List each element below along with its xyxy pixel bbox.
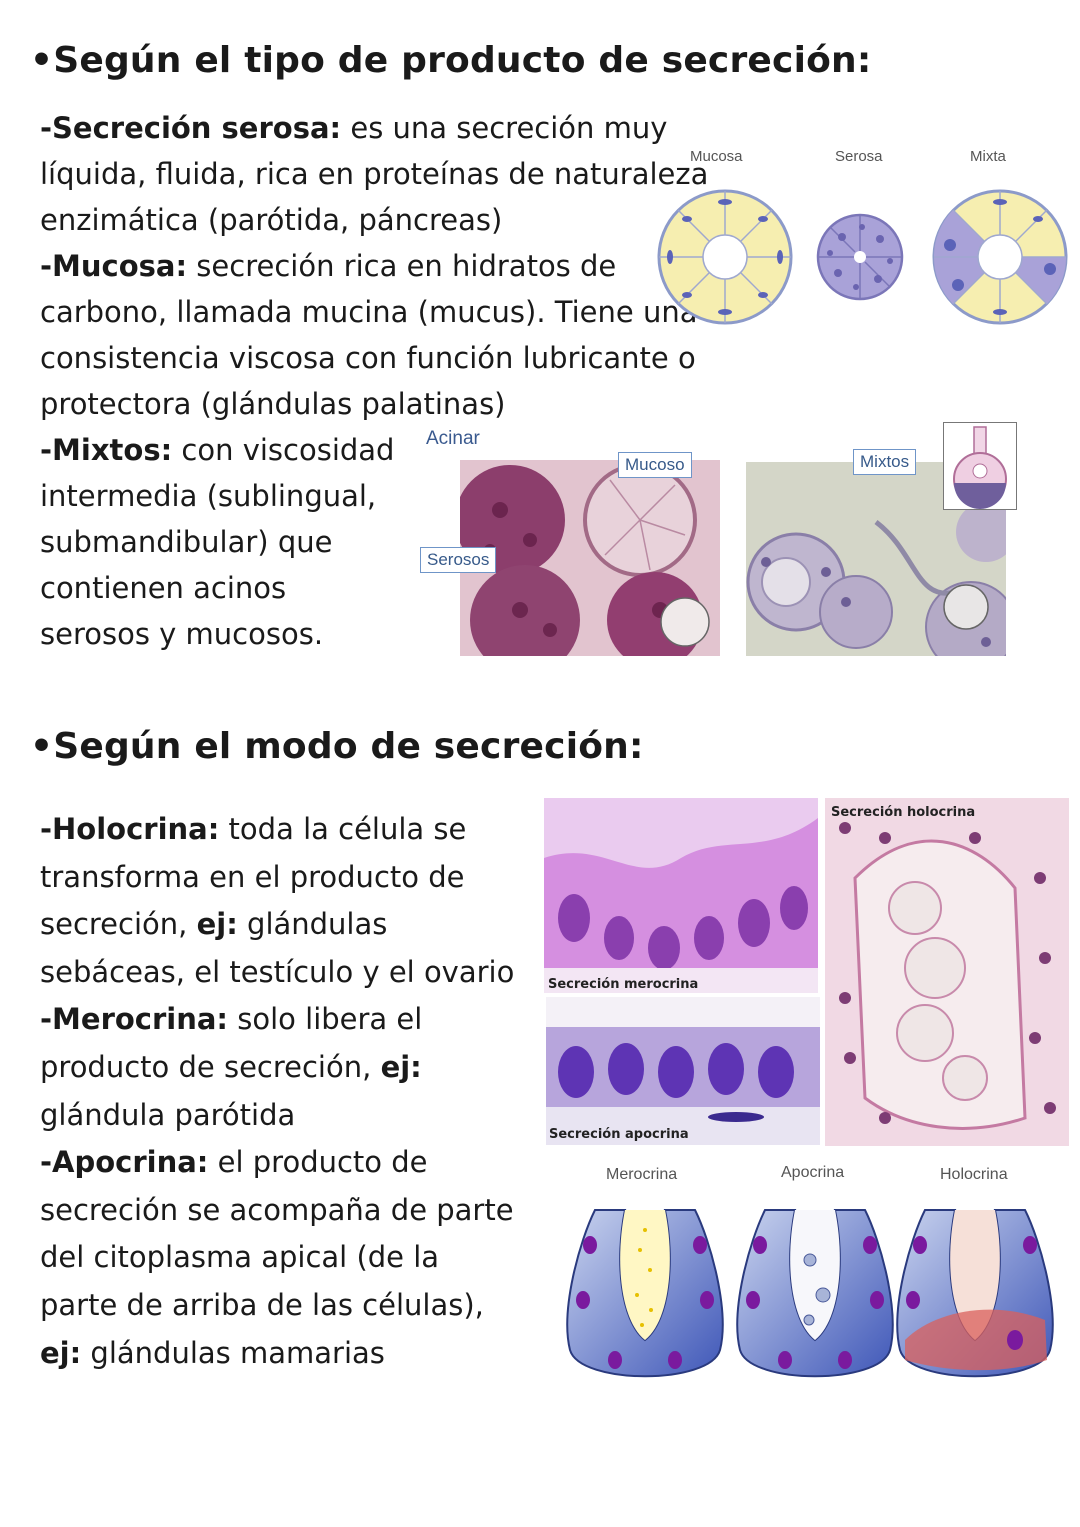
section2-heading: •Según el modo de secreción: xyxy=(30,726,644,767)
merocrina-term: -Merocrina: xyxy=(40,1002,229,1037)
holocrina-micrograph xyxy=(825,798,1069,1146)
holocrina-gland-illustration xyxy=(896,1209,1054,1378)
acinar-micrograph xyxy=(460,460,720,656)
serosa-term: -Secreción serosa: xyxy=(40,111,342,145)
holocrina-line3a: secreción, xyxy=(40,907,197,942)
diagram-label-mixta: Mixta xyxy=(970,148,1006,165)
mucoso-callout: Mucoso xyxy=(618,452,692,478)
merocrina-line1: solo libera el xyxy=(228,1002,423,1037)
apocrina-line5b: glándulas mamarias xyxy=(81,1335,385,1370)
apocrina-line3: del citoplasma apical (de la xyxy=(40,1240,440,1275)
mixta-acinus-illustration xyxy=(932,189,1068,325)
apocrina-micrograph xyxy=(546,997,820,1145)
diagram-label-holocrina: Holocrina xyxy=(940,1166,1008,1183)
mixtos-line4: contienen acinos xyxy=(40,571,287,605)
apocrina-ej: ej: xyxy=(40,1335,82,1370)
mucosa-line2: carbono, llamada mucina (mucus). Tiene u… xyxy=(40,295,698,329)
diagram-label-apocrina: Apocrina xyxy=(781,1164,845,1181)
holocrina-caption: Secreción holocrina xyxy=(831,805,976,820)
mixtos-line3: submandibular) que xyxy=(40,525,333,559)
apocrina-line4: parte de arriba de las células), xyxy=(40,1287,484,1322)
holocrina-term: -Holocrina: xyxy=(40,812,220,846)
holocrina-line1: toda la célula se xyxy=(219,812,467,846)
merocrina-gland-illustration xyxy=(566,1209,724,1378)
mixtos-line5: serosos y mucosos. xyxy=(40,617,324,651)
merocrina-caption: Secreción merocrina xyxy=(548,977,699,992)
section1-text: -Secreción serosa: es una secreción muy … xyxy=(40,105,708,657)
serosa-line2: líquida, fluida, rica en proteínas de na… xyxy=(40,157,709,191)
holocrina-line2: transforma en el producto de xyxy=(40,859,465,894)
merocrina-ej: ej: xyxy=(380,1049,422,1084)
mucosa-term: -Mucosa: xyxy=(40,249,188,283)
serosa-line1: es una secreción muy xyxy=(341,111,668,145)
mixtos-callout: Mixtos xyxy=(853,449,917,475)
mucosa-line4: protectora (glándulas palatinas) xyxy=(40,387,506,421)
acinar-label: Acinar xyxy=(426,428,480,449)
diagram-label-mucosa: Mucosa xyxy=(690,148,743,165)
merocrina-line3: glándula parótida xyxy=(40,1097,296,1132)
apocrina-gland-illustration xyxy=(736,1209,894,1378)
mixtos-line1: con viscosidad xyxy=(172,433,395,467)
section1-heading: •Según el tipo de producto de secreción: xyxy=(30,40,872,81)
holocrina-line3c: glándulas xyxy=(237,907,388,942)
holocrina-ej: ej: xyxy=(196,907,238,942)
secretion-modes-diagram xyxy=(566,1209,1054,1378)
diagram-label-serosa: Serosa xyxy=(835,148,883,165)
section2-text: -Holocrina: toda la célula se transforma… xyxy=(40,806,514,1377)
mucosa-acinus-illustration xyxy=(657,189,793,325)
acini-diagram xyxy=(657,189,1068,325)
mucosa-line1: secreción rica en hidratos de xyxy=(187,249,617,283)
serosa-line3: enzimática (parótida, páncreas) xyxy=(40,203,503,237)
serosa-acinus-illustration xyxy=(816,213,904,301)
merocrina-micrograph xyxy=(544,798,818,993)
merocrina-line2a: producto de secreción, xyxy=(40,1049,381,1084)
mixtos-line2: intermedia (sublingual, xyxy=(40,479,377,513)
diagram-label-merocrina: Merocrina xyxy=(606,1166,678,1183)
apocrina-line2: secreción se acompaña de parte xyxy=(40,1192,514,1227)
apocrina-caption: Secreción apocrina xyxy=(549,1127,689,1142)
mucosa-line3: consistencia viscosa con función lubrica… xyxy=(40,341,696,375)
serosos-callout: Serosos xyxy=(420,547,497,573)
apocrina-term: -Apocrina: xyxy=(40,1145,209,1180)
apocrina-line1: el producto de xyxy=(208,1145,428,1180)
holocrina-line4: sebáceas, el testículo y el ovario xyxy=(40,954,515,989)
mixtos-inset-diagram xyxy=(943,422,1017,510)
mixtos-term: -Mixtos: xyxy=(40,433,173,467)
